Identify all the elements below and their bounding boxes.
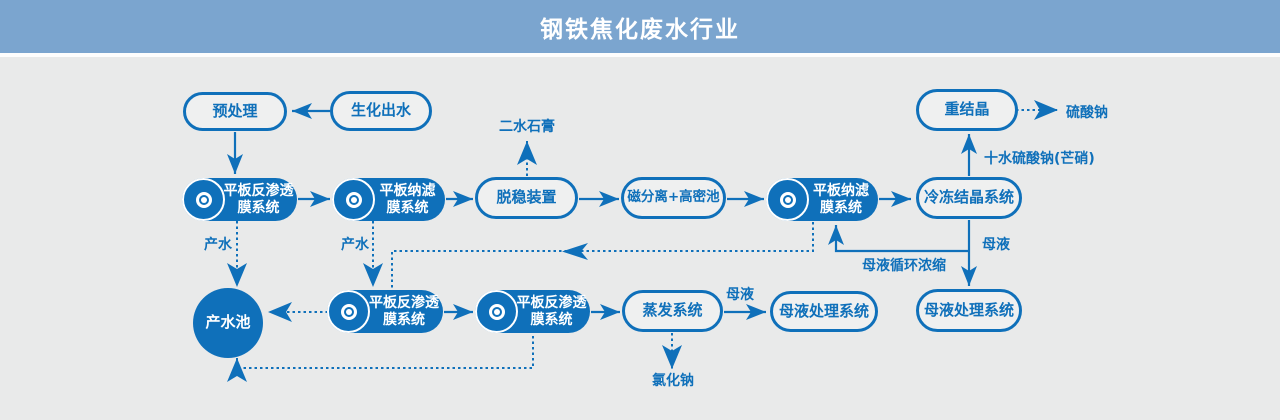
- membrane-disc-icon: [475, 290, 518, 333]
- node-product-water-pool-label: 产水池: [205, 313, 251, 332]
- membrane-disc-icon: [766, 178, 809, 221]
- node-ml-treatment-bottom: 母液处理系统: [770, 291, 878, 332]
- node-nf-system-1-label: 平板纳滤 膜系统: [379, 183, 436, 216]
- membrane-disc-icon: [332, 178, 375, 221]
- node-pretreatment-label: 预处理: [212, 101, 258, 120]
- label-mother-liquor-top: 母液: [982, 237, 1010, 253]
- header-divider: [0, 53, 1280, 57]
- disc-core-icon: [779, 191, 796, 208]
- label-gypsum: 二水石膏: [499, 119, 555, 135]
- disc-core-icon: [195, 191, 212, 208]
- label-product-water-2: 产水: [341, 237, 369, 253]
- edge-ro3-to-pool: [227, 336, 534, 382]
- label-mother-liquor-evap: 母液: [726, 287, 754, 303]
- node-freeze-crystallization: 冷冻结晶系统: [916, 177, 1022, 219]
- node-nf-system-1: 平板纳滤 膜系统: [332, 178, 445, 221]
- node-ml-treatment-right-label: 母液处理系统: [923, 300, 1014, 319]
- node-evaporation-label: 蒸发系统: [642, 301, 703, 320]
- membrane-disc-icon: [182, 178, 225, 221]
- node-nf-system-2: 平板纳滤 膜系统: [766, 178, 878, 221]
- label-product-water-1: 产水: [204, 237, 232, 253]
- disc-core-icon: [340, 303, 357, 320]
- feedback-arrowhead: [562, 243, 588, 260]
- disc-core-icon: [488, 303, 505, 320]
- node-pretreatment: 预处理: [183, 92, 287, 131]
- node-ro-system-3: 平板反渗透 膜系统: [475, 290, 590, 333]
- node-ro-system-3-label: 平板反渗透 膜系统: [516, 295, 587, 328]
- node-biochemical-effluent-label: 生化出水: [350, 101, 411, 120]
- node-ml-treatment-right: 母液处理系统: [916, 289, 1022, 332]
- node-ro-system-1: 平板反渗透 膜系统: [182, 178, 297, 221]
- node-ro-system-2: 平板反渗透 膜系统: [327, 290, 443, 333]
- edge-nf2-feedback-to-ro2: [391, 222, 814, 288]
- node-evaporation: 蒸发系统: [622, 290, 723, 332]
- node-biochemical-effluent: 生化出水: [330, 91, 432, 131]
- node-nf-system-2-label: 平板纳滤 膜系统: [813, 183, 869, 216]
- node-ml-treatment-bottom-label: 母液处理系统: [778, 301, 869, 320]
- edge-ml-recycle-to-nf2: [828, 225, 969, 253]
- node-magnetic-separation-label: 磁分离+高密池: [627, 189, 720, 206]
- label-sodium-chloride: 氯化钠: [652, 373, 694, 389]
- node-ro-system-2-label: 平板反渗透 膜系统: [369, 295, 439, 328]
- node-product-water-pool: 产水池: [193, 288, 263, 358]
- node-destabilization: 脱稳装置: [475, 177, 578, 219]
- label-sodium-sulfate: 硫酸钠: [1066, 105, 1108, 121]
- title-bar: 钢铁焦化废水行业: [0, 0, 1280, 53]
- disc-core-icon: [345, 191, 362, 208]
- membrane-disc-icon: [327, 290, 370, 333]
- node-magnetic-separation: 磁分离+高密池: [621, 177, 726, 219]
- node-ro-system-1-label: 平板反渗透 膜系统: [223, 183, 294, 216]
- node-freeze-crystallization-label: 冷冻结晶系统: [923, 188, 1014, 207]
- node-recrystallization-label: 重结晶: [944, 100, 990, 119]
- label-mother-liquor-recycle: 母液循环浓缩: [862, 258, 946, 274]
- page-title: 钢铁焦化废水行业: [540, 16, 740, 43]
- node-recrystallization: 重结晶: [916, 89, 1018, 131]
- node-destabilization-label: 脱稳装置: [496, 188, 557, 207]
- label-sodium-sulfate-decahydrate: 十水硫酸钠(芒硝): [984, 151, 1095, 167]
